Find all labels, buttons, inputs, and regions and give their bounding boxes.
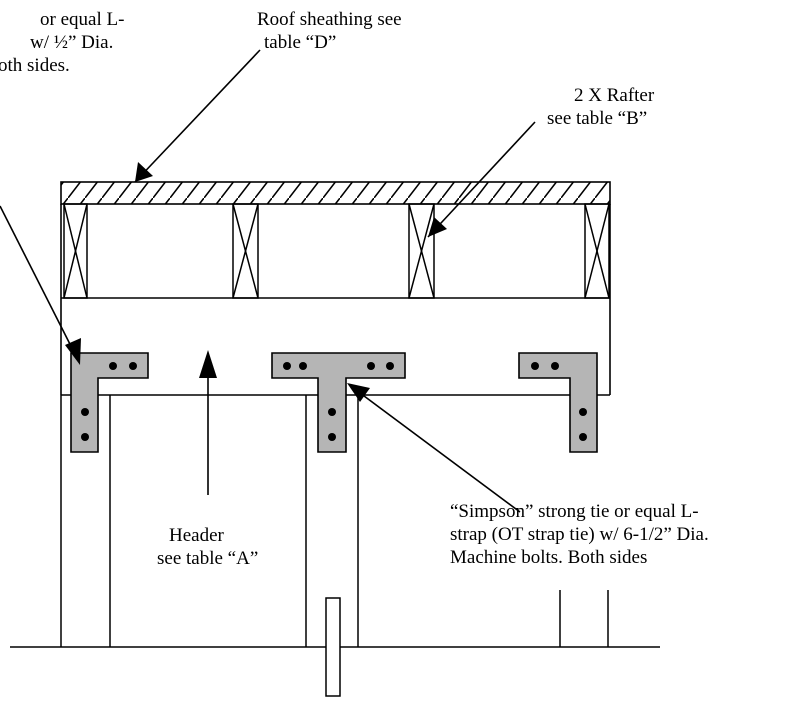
l-strap-left — [70, 352, 149, 453]
top-left-note: or equal L- w/ ½” Dia. oth sides. — [0, 8, 124, 77]
header-label-line-1: Header — [169, 525, 224, 546]
header-label-line-2: see table “A” — [157, 548, 259, 569]
arrowhead-top-left-strap — [65, 338, 81, 365]
roof-sheathing-label-line-2: table “D” — [264, 32, 337, 53]
studs — [60, 395, 609, 647]
arrowhead-simpson — [347, 383, 370, 402]
rafter-3 — [408, 203, 435, 299]
header-label: Header see table “A” — [157, 524, 258, 570]
arrow-heads — [65, 162, 447, 402]
l-strap-right — [518, 352, 598, 453]
rafter-label-line-2: see table “B” — [547, 108, 648, 129]
top-left-note-line-3: oth sides. — [0, 55, 70, 76]
roof-sheathing-label-line-1: Roof sheathing see — [257, 9, 402, 30]
roof-sheathing — [60, 181, 611, 205]
simpson-note-line-3: Machine bolts. Both sides — [450, 547, 648, 568]
t-strap-middle — [271, 352, 406, 453]
rafter-2 — [232, 203, 259, 299]
leader-lines — [0, 49, 536, 513]
simpson-strap-note: “Simpson” strong tie or equal L- strap (… — [450, 500, 709, 569]
top-left-note-line-1: or equal L- — [40, 9, 125, 30]
leader-roof-sheathing — [134, 49, 261, 183]
roof-sheathing-label: Roof sheathing see table “D” — [257, 8, 402, 54]
arrowhead-roof-sheathing — [135, 162, 153, 182]
leader-rafter — [427, 121, 536, 238]
leader-simpson — [351, 386, 521, 513]
arrowhead-header — [199, 350, 217, 378]
simpson-note-line-2: strap (OT strap tie) w/ 6-1/2” Dia. — [450, 524, 709, 545]
arrowhead-rafter — [428, 217, 447, 237]
leader-top-left-strap — [0, 205, 79, 361]
simpson-note-line-1: “Simpson” strong tie or equal L- — [450, 501, 699, 522]
anchor-post — [325, 597, 341, 697]
rafter-4 — [584, 203, 610, 299]
rafter-label: 2 X Rafter see table “B” — [547, 84, 655, 130]
top-left-note-line-2: w/ ½” Dia. — [30, 32, 114, 53]
rafter-1 — [63, 203, 88, 299]
rafter-label-line-1: 2 X Rafter — [574, 85, 655, 106]
